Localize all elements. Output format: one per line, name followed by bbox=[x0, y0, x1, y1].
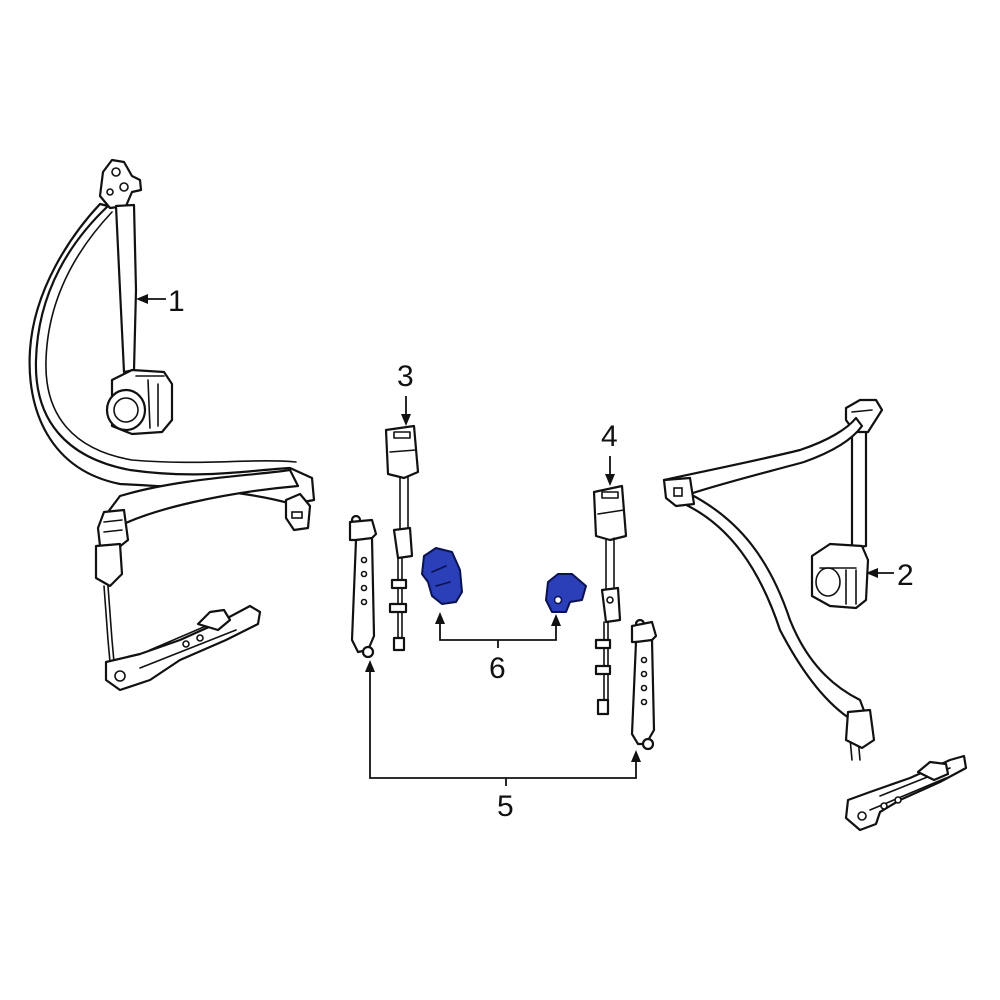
callout-6: 6 bbox=[489, 652, 506, 685]
leader-lines bbox=[136, 294, 894, 786]
part-6-highlighted-guides bbox=[421, 547, 587, 613]
part-2-right-seat-belt bbox=[662, 398, 968, 832]
callout-2: 2 bbox=[897, 559, 914, 592]
callout-5: 5 bbox=[497, 790, 514, 823]
part-3-left-buckle bbox=[384, 424, 420, 652]
part-5-anchor-brackets bbox=[348, 514, 658, 751]
part-1-left-seat-belt bbox=[28, 158, 316, 692]
callout-labels: 1 2 3 4 5 6 bbox=[168, 285, 914, 823]
callout-4: 4 bbox=[601, 420, 618, 453]
callout-3: 3 bbox=[397, 360, 414, 393]
guide-right-highlight bbox=[545, 573, 587, 613]
part-4-right-buckle bbox=[592, 484, 628, 716]
guide-left-highlight bbox=[421, 547, 463, 605]
callout-1: 1 bbox=[168, 285, 185, 318]
